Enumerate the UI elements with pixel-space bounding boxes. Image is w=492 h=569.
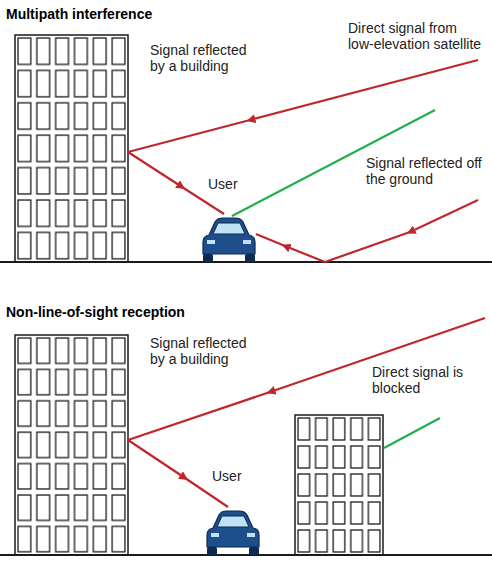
building xyxy=(15,335,128,555)
blocked-direct-signal xyxy=(384,418,440,448)
car xyxy=(203,218,255,262)
ground-reflected-signal xyxy=(256,200,478,262)
panel-title: Non-line-of-sight reception xyxy=(6,304,306,320)
signal-label: User xyxy=(212,468,262,484)
panel-title: Multipath interference xyxy=(6,6,306,22)
reflected-signal xyxy=(128,60,478,214)
blocking-building xyxy=(295,415,383,555)
signal-label: Signal reflected by a building xyxy=(150,335,250,367)
signal-label: Direct signal from low-elevation satelli… xyxy=(348,20,483,52)
reflected-signal xyxy=(128,318,485,507)
signal-label: Signal reflected by a building xyxy=(150,42,250,74)
ground-line xyxy=(0,554,492,556)
car xyxy=(207,511,259,555)
signal-label: Direct signal is blocked xyxy=(372,364,484,396)
signal-label: Signal reflected off the ground xyxy=(366,155,488,187)
signal-label: User xyxy=(208,176,258,192)
building xyxy=(15,35,128,262)
